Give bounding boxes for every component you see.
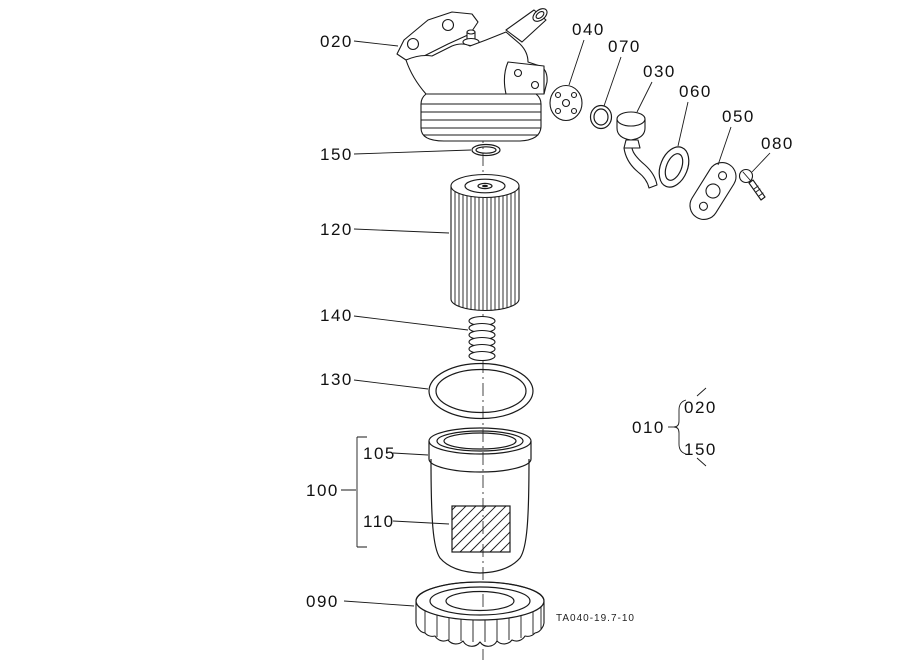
part-070-oring-drawing — [589, 104, 613, 130]
callout-030: 030 — [643, 62, 676, 81]
callout-090: 090 — [306, 592, 339, 611]
callout-120: 120 — [320, 220, 353, 239]
part-105-bowl-rim-drawing — [428, 427, 532, 473]
leader-line-020 — [353, 40, 399, 47]
leader-line-140 — [353, 315, 469, 331]
leader-line-150 — [353, 149, 472, 155]
callout-060: 060 — [679, 82, 712, 101]
callout-050: 050 — [722, 107, 755, 126]
part-120-filter-element-drawing — [450, 173, 520, 312]
callout-010-group-020: 020 — [684, 398, 717, 417]
part-140-spring-drawing — [468, 315, 496, 362]
part-110-bowl-screen-drawing — [451, 505, 511, 553]
part-130-oring-drawing — [428, 362, 534, 420]
leader-line-030 — [636, 81, 653, 113]
leader-line-110 — [392, 520, 450, 525]
callout-020: 020 — [320, 32, 353, 51]
part-040-plate-drawing — [549, 84, 583, 122]
leader-line-070 — [603, 56, 622, 107]
part-050-cover-plate-drawing — [689, 162, 737, 220]
part-020-filter-head-drawing — [396, 8, 548, 142]
part-090-ring-nut-drawing — [415, 581, 545, 647]
callout-105: 105 — [363, 444, 396, 463]
part-150-oring-drawing — [471, 143, 501, 157]
part-100-bowl-body-drawing — [430, 458, 530, 574]
leader-lines — [341, 39, 771, 607]
callout-150: 150 — [320, 145, 353, 164]
leader-line-120 — [353, 228, 450, 234]
leader-line-060 — [677, 101, 689, 147]
callout-labels: 020 040 070 030 060 050 080 150 120 140 … — [306, 20, 794, 611]
leader-line-040 — [568, 39, 585, 86]
part-030-drain-cock-drawing — [616, 111, 658, 189]
callout-010-group-150: 150 — [684, 440, 717, 459]
callout-070: 070 — [608, 37, 641, 56]
bracket-100-group — [341, 436, 367, 548]
drawing-code: TA040-19.7-10 — [556, 613, 635, 624]
leader-line-130 — [353, 379, 429, 390]
leader-line-090 — [343, 600, 415, 607]
leader-line-050 — [717, 126, 732, 166]
leader-line-105 — [392, 452, 429, 456]
part-060-gasket-drawing — [658, 146, 690, 188]
brace-010-group — [673, 399, 687, 455]
callout-040: 040 — [572, 20, 605, 39]
leader-line-080 — [751, 152, 771, 173]
callout-100: 100 — [306, 481, 339, 500]
brace-010-ticks — [696, 387, 707, 467]
callout-130: 130 — [320, 370, 353, 389]
callout-110: 110 — [363, 512, 395, 531]
part-100-bowl-assembly-drawing — [428, 427, 532, 574]
callout-010: 010 — [632, 418, 665, 437]
callout-140: 140 — [320, 306, 353, 325]
callout-080: 080 — [761, 134, 794, 153]
part-080-screw-drawing — [738, 168, 766, 201]
